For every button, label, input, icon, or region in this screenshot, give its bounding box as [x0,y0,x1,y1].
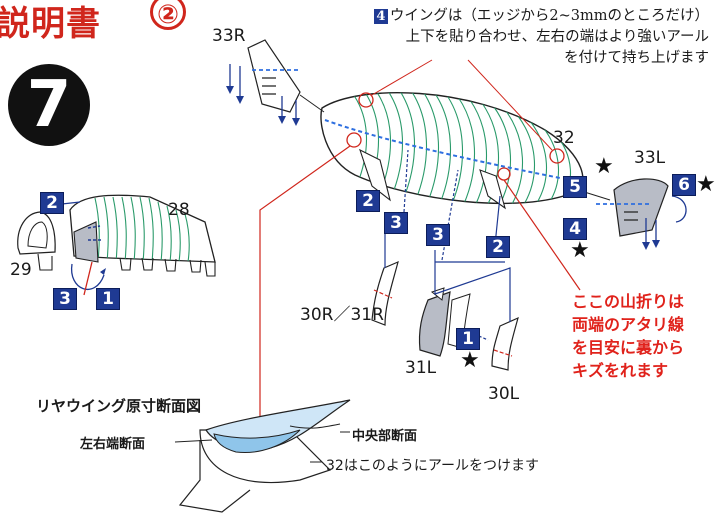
label-32: 32 [553,128,575,148]
cross-section-drawing [174,399,351,513]
fold-note-line-3: を目安に裏から [572,338,685,357]
center-section-label: 中央部断面 [352,429,418,444]
left-fin-assembly [17,194,216,296]
label-31l: 31L [405,358,437,378]
step-badge-3-left: 3 [53,288,77,310]
fold-note-line-2: 両端のアタリ線 [572,315,685,334]
step-badge-3-mid-2: 3 [426,224,450,246]
step-badge-6: 6 [672,174,696,196]
part-33r [226,39,325,126]
label-28: 28 [168,200,190,220]
step-badge-2-left: 2 [40,192,64,214]
instruction-note-text-1: ウイングは（エッジから2~3mmのところだけ） [389,8,709,24]
star-marker-5: ★ [594,154,614,179]
fold-note: ここの山折りは 両端のアタリ線 を目安に裏から キズをれます [572,290,684,382]
label-30r-31r: 30R／31R [300,305,384,325]
step-badge-2-mid-2: 2 [486,236,510,258]
label-33l: 33L [634,148,666,168]
fold-note-line-4: キズをれます [572,361,669,380]
label-29: 29 [10,260,32,280]
fold-note-line-1: ここの山折りは [572,292,685,311]
label-30l: 30L [488,384,520,404]
step-badge-2-mid: 2 [356,190,380,212]
label-33r: 33R [212,26,246,46]
part-33l [577,178,687,250]
lower-parts [371,149,519,371]
step-number-circle: 7 [8,64,90,146]
step-badge-5: 5 [563,176,587,198]
step-badge-4: 4 [373,9,388,24]
instruction-note-line-2: 上下を貼り合わせ、左右の端はより強いアール [405,29,709,45]
step-badge-1-bottom: 1 [456,328,480,350]
step-badge-3-mid: 3 [384,212,408,234]
star-marker-4: ★ [570,238,590,263]
cross-section-title: リヤウイング原寸断面図 [36,397,202,415]
cross-section-note: 32はこのようにアールをつけます [326,458,539,474]
star-marker-6: ★ [696,172,716,197]
manual-title-fragment: 説明書 [0,4,101,44]
rear-wing-32 [255,59,584,432]
star-marker-1: ★ [460,348,480,373]
instruction-note-line-3: を付けて持ち上げます [564,50,709,66]
step-badge-4: 4 [563,218,587,240]
part-number-badge: ② [150,0,186,30]
step-badge-1-left: 1 [96,288,120,310]
left-end-section-label: 左右端断面 [80,437,146,452]
